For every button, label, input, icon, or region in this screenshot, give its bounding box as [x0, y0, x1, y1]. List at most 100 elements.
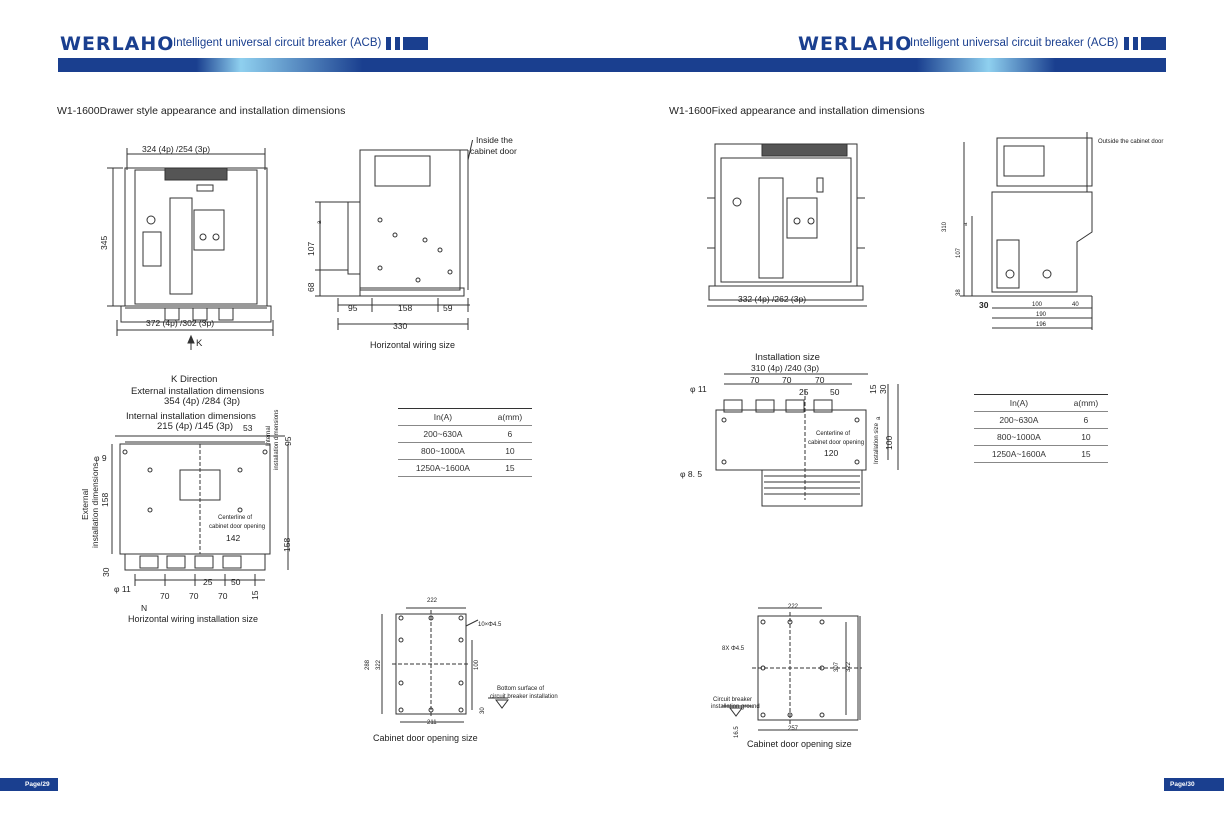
- door-288: 288: [365, 659, 371, 670]
- dim-68: 68: [306, 282, 316, 292]
- k-caption: Horizontal wiring installation size: [128, 614, 259, 624]
- dim-59: 59: [443, 303, 453, 313]
- header-subtitle-right: Intelligent universal circuit breaker (A…: [910, 37, 1119, 49]
- page-right: WERLAHO Intelligent universal circuit br…: [612, 0, 1224, 830]
- install-70b: 70: [782, 375, 792, 385]
- outside-door: Outside the cabinet door: [1098, 139, 1164, 145]
- install-top-dim: 310 (4p) /240 (3p): [751, 363, 820, 373]
- door-opening-drawing-right: [712, 600, 872, 740]
- door-r-222: 222: [788, 604, 799, 610]
- fixed-side-drawing: [942, 132, 1117, 332]
- install-25: 25: [799, 387, 809, 397]
- th-in: In(A): [398, 408, 488, 426]
- section-title-right: W1-1600Fixed appearance and installation…: [669, 105, 925, 117]
- fixed-196: 196: [1036, 322, 1047, 328]
- brand-logo-right: WERLAHO: [798, 33, 913, 55]
- k-direction-drawing: [95, 430, 295, 600]
- side-view-drawing: [300, 140, 475, 340]
- install-100: 100: [884, 435, 894, 450]
- install-centerline-1: Centerline of: [816, 431, 851, 437]
- header-subtitle: Intelligent universal circuit breaker (A…: [173, 37, 382, 49]
- install-size-vertical: Installation size: [874, 422, 880, 464]
- k-arrow-label: K: [196, 338, 203, 349]
- door-caption-right: Cabinet door opening size: [747, 739, 852, 749]
- door-r-307: 307: [834, 661, 840, 672]
- fixed-30: 30: [979, 300, 989, 310]
- bottom-surface-2: circuit breaker installation: [490, 694, 558, 700]
- ext-install-vertical: installation dimensions: [90, 462, 100, 548]
- th-in: In(A): [974, 394, 1064, 412]
- dim-15: 15: [250, 590, 260, 600]
- fixed-40: 40: [1072, 302, 1079, 308]
- door-holes: 10×Φ4.5: [478, 622, 502, 628]
- th-a: a(mm): [487, 408, 532, 426]
- door-r-165: 16.5: [734, 726, 740, 738]
- fixed-100: 100: [1032, 302, 1043, 308]
- front-view-drawing: [95, 140, 280, 350]
- install-centerline-2: cabinet door opening: [808, 440, 865, 446]
- install-120: 120: [824, 448, 839, 458]
- fixed-bottom-dim: 332 (4p) /262 (3p): [738, 294, 807, 304]
- dim-95: 95: [348, 303, 358, 313]
- fixed-107: 107: [956, 247, 962, 258]
- dim-70a: 70: [160, 591, 170, 601]
- dim-70b: 70: [189, 591, 199, 601]
- dim-142: 142: [226, 533, 241, 543]
- dim-107: 107: [306, 241, 316, 256]
- fixed-190: 190: [1036, 312, 1047, 318]
- fixed-38: 38: [956, 289, 962, 296]
- side-caption: Horizontal wiring size: [370, 340, 456, 350]
- install-title: Installation size: [755, 352, 820, 363]
- page-number-right: Page/30: [1164, 778, 1224, 791]
- bottom-surface-1: Bottom surface of: [497, 686, 545, 692]
- section-title: W1-1600Drawer style appearance and insta…: [57, 105, 346, 117]
- dim-30: 30: [101, 567, 111, 577]
- header-mark-right: [1124, 37, 1166, 50]
- install-phi85: φ 8. 5: [680, 469, 703, 479]
- install-size-drawing: [702, 370, 902, 515]
- external-dim: 354 (4p) /284 (3p): [164, 396, 241, 407]
- dim-height: 345: [99, 235, 109, 250]
- door-100: 100: [474, 659, 480, 670]
- dim-70c: 70: [218, 591, 228, 601]
- centerline-1: Centerline of: [218, 515, 253, 521]
- install-15: 15: [868, 384, 878, 394]
- phi-9: φ 9: [94, 453, 107, 463]
- dim-158-right: 158: [282, 537, 292, 552]
- a-label: a: [317, 220, 323, 224]
- dim-158: 158: [398, 303, 413, 313]
- phi-11: φ 11: [114, 584, 131, 594]
- external-install-title: External installation dimensions: [131, 386, 265, 397]
- dim-top: 324 (4p) /254 (3p): [142, 144, 211, 154]
- door-222: 222: [427, 598, 438, 604]
- install-70c: 70: [815, 375, 825, 385]
- door-r-cabinet-2: installation ground: [711, 704, 760, 710]
- install-30: 30: [878, 384, 888, 394]
- install-50: 50: [830, 387, 840, 397]
- door-211: 211: [427, 720, 437, 726]
- dim-bottom: 372 (4p) /302 (3p): [146, 318, 215, 328]
- header-band: [58, 58, 612, 72]
- internal-dim: 215 (4p) /145 (3p): [157, 421, 234, 432]
- install-70a: 70: [750, 375, 760, 385]
- th-a: a(mm): [1063, 394, 1108, 412]
- internal-install-title: Internal installation dimensions: [126, 411, 256, 422]
- door-30: 30: [480, 707, 486, 714]
- door-r-257: 257: [788, 726, 799, 732]
- fixed-front-drawing: [707, 138, 877, 313]
- dim-158-left: 158: [100, 492, 110, 507]
- header-band-right: [612, 58, 1166, 72]
- inside-door-label-1: Inside the: [476, 135, 513, 145]
- door-322: 322: [376, 659, 382, 670]
- door-r-cabinet-1: Circuit breaker: [713, 697, 753, 703]
- install-a: a: [876, 416, 882, 420]
- door-opening-drawing-left: [368, 600, 528, 730]
- dim-25: 25: [203, 577, 213, 587]
